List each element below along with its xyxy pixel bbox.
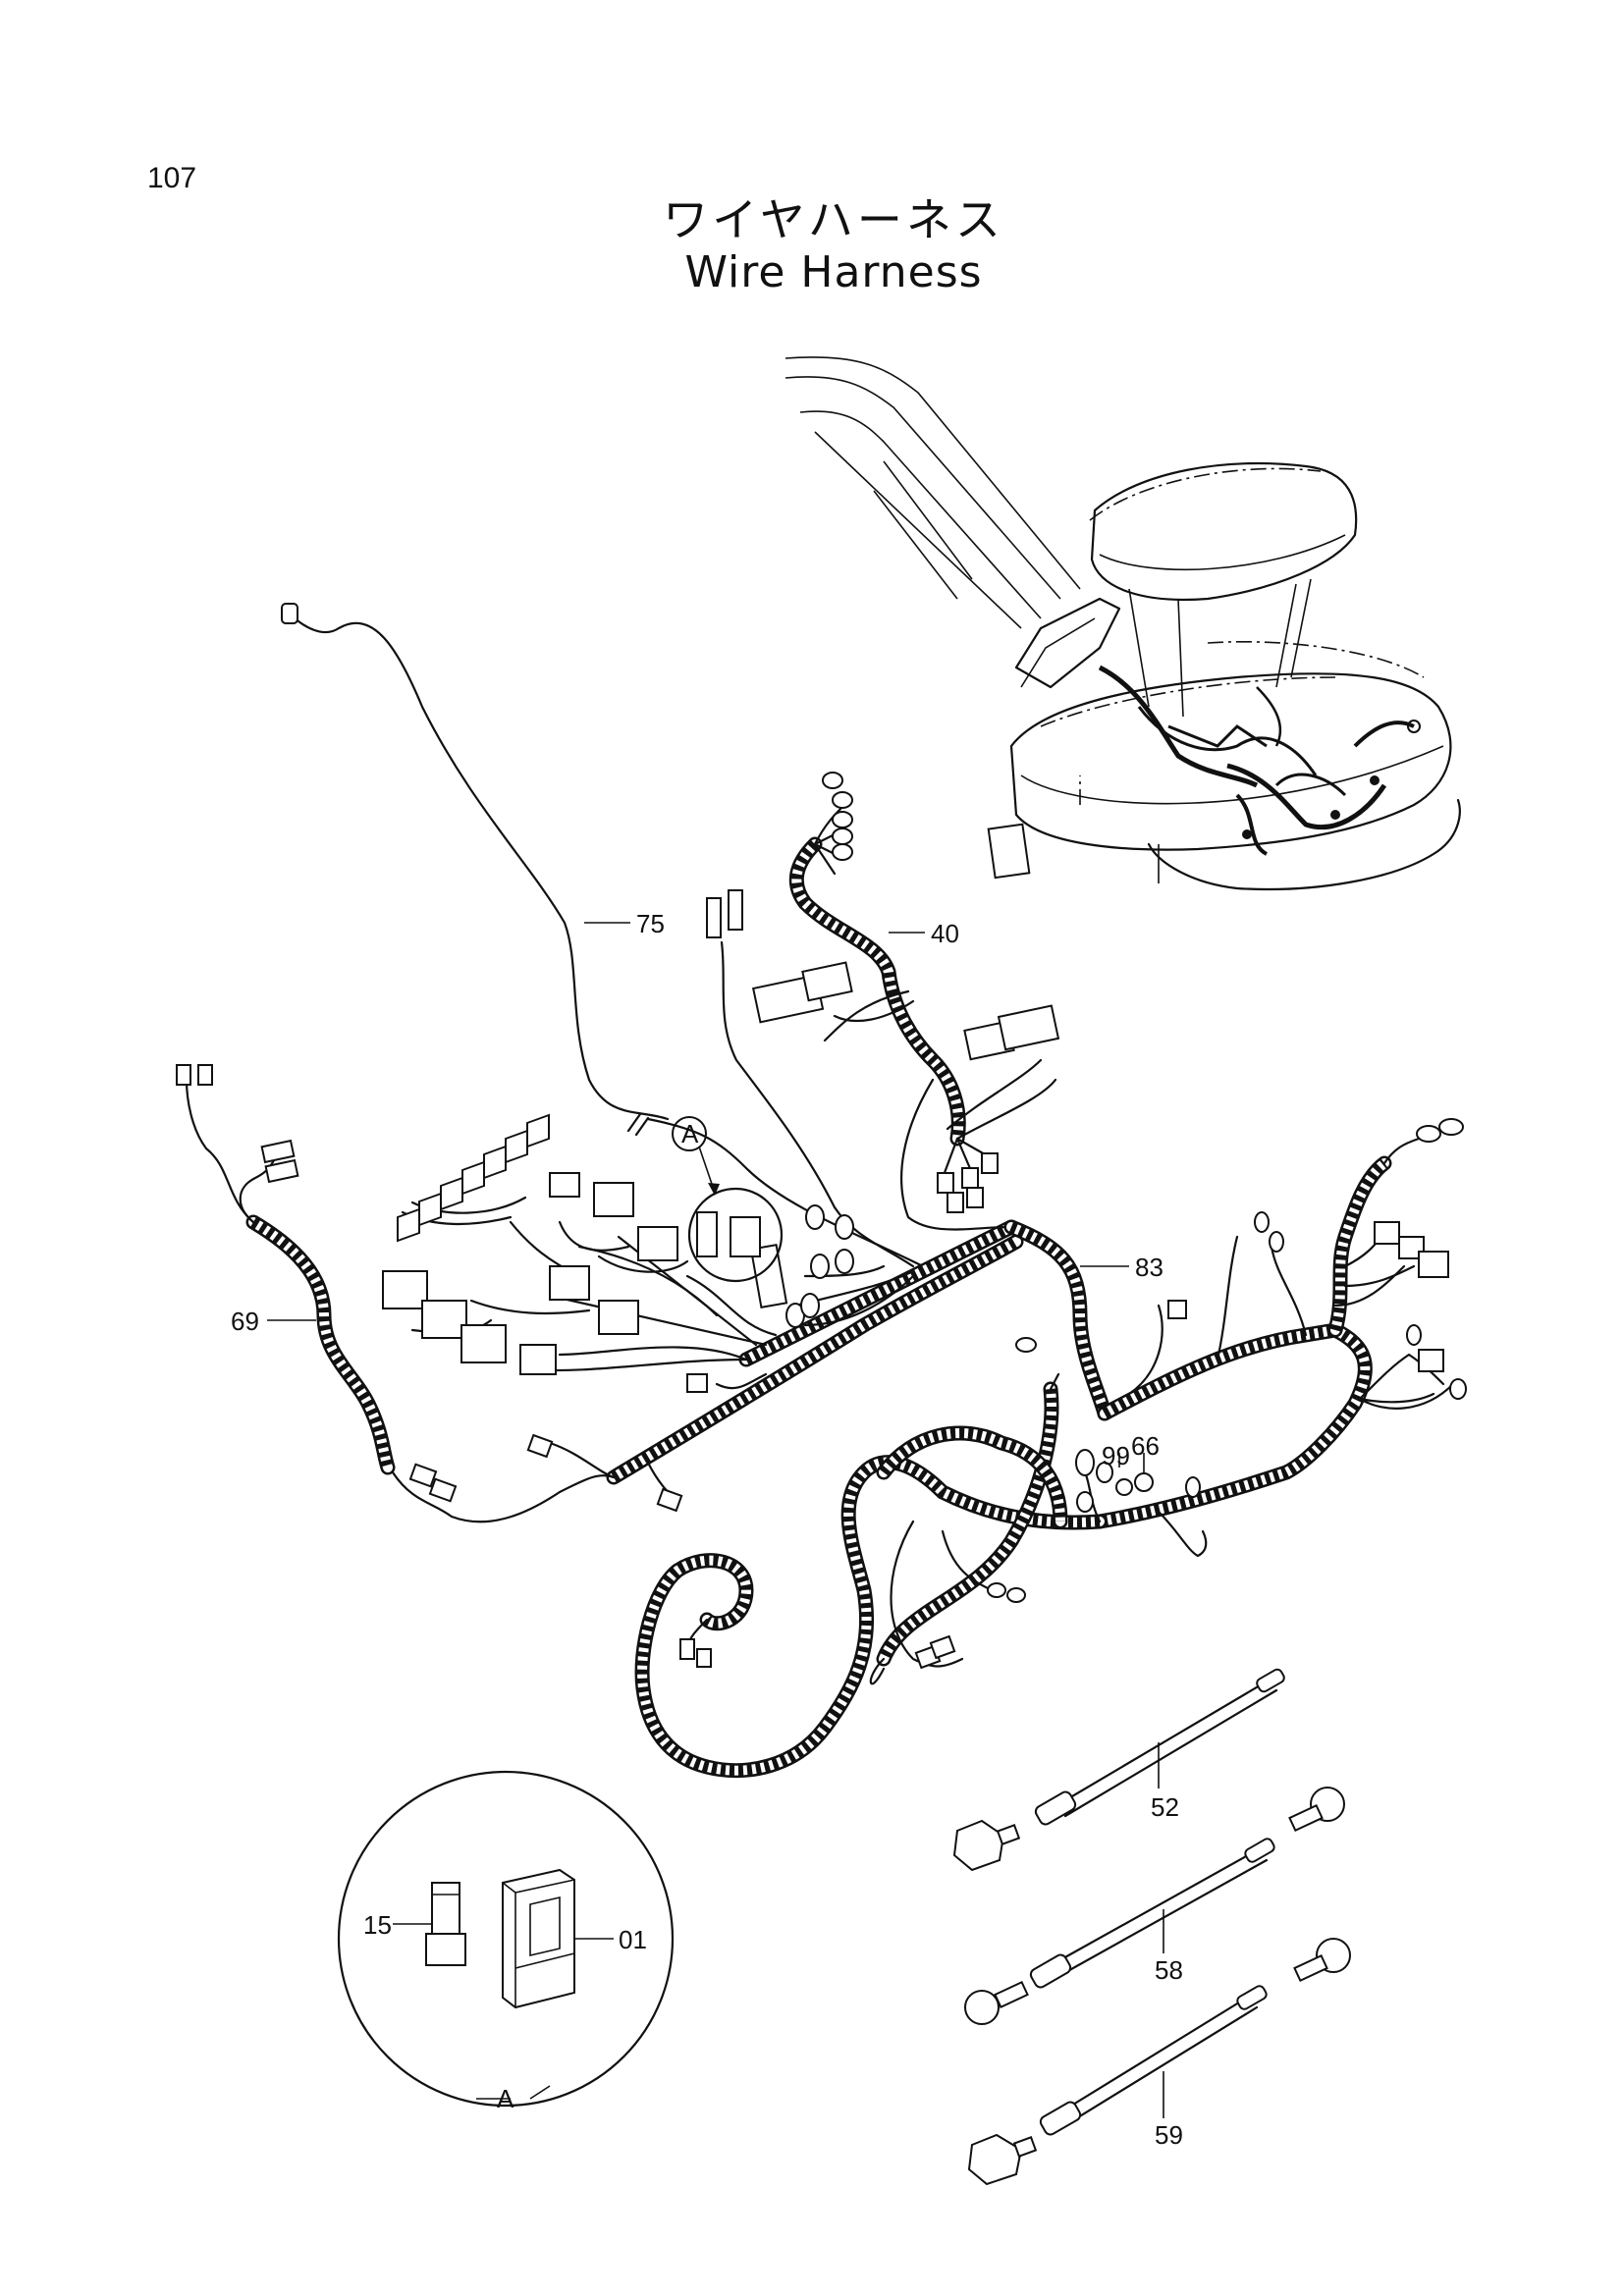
callout-a-marker (672, 1116, 784, 1283)
title-japanese: ワイヤハーネス (663, 193, 1004, 246)
label-15: 15 (363, 1910, 392, 1940)
connectors (176, 772, 1467, 1670)
label-58: 58 (1155, 1955, 1183, 1985)
leader-lines (267, 922, 1164, 2118)
label-52: 52 (1151, 1792, 1179, 1822)
battery-cables (952, 1668, 1351, 2186)
machine-outline (784, 356, 1461, 891)
page-number: 107 (147, 162, 197, 194)
label-40: 40 (931, 919, 959, 948)
label-75: 75 (636, 909, 665, 938)
label-69: 69 (231, 1307, 259, 1336)
label-01: 01 (619, 1925, 647, 1954)
main-harness (185, 603, 1455, 1779)
label-detail-a: A (497, 2084, 514, 2113)
label-59: 59 (1155, 2120, 1183, 2150)
label-callout-a: A (681, 1119, 699, 1148)
part-labels: 75 40 83 69 99 66 52 58 59 15 01 A A (231, 909, 1183, 2150)
label-83: 83 (1135, 1253, 1163, 1282)
label-99: 99 (1102, 1441, 1130, 1470)
label-66: 66 (1131, 1431, 1160, 1461)
detail-view-a (337, 1770, 675, 2108)
title-english: Wire Harness (684, 247, 983, 297)
